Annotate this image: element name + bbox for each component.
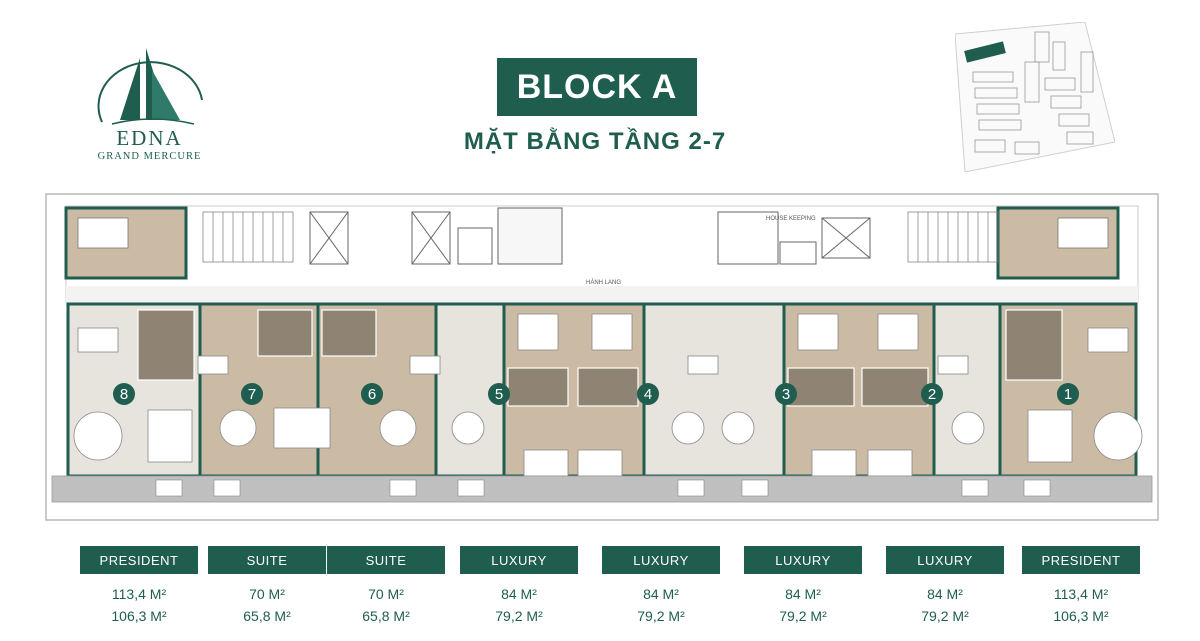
unit-badge-6 [361, 383, 383, 405]
unit-badge-3 [775, 383, 797, 405]
unit-area-net: 65,8 M² [362, 608, 410, 624]
unit-type-label: PRESIDENT [80, 546, 198, 574]
unit-type-label: LUXURY [886, 546, 1004, 574]
unit-area-gross: 70 M² [368, 586, 404, 602]
unit-badge-4 [637, 383, 659, 405]
unit-area-gross: 84 M² [501, 586, 537, 602]
unit-area-net: 79,2 M² [921, 608, 969, 624]
unit-type-label: SUITE [208, 546, 326, 574]
unit-area-net: 106,3 M² [111, 608, 167, 624]
logo: EDNA GRAND MERCURE [82, 40, 217, 165]
unit-badge-2 [921, 383, 943, 405]
unit-area-gross: 113,4 M² [1053, 586, 1109, 602]
unit-number-7: 7 [248, 386, 256, 403]
unit-number-2: 2 [928, 386, 936, 403]
sailboat-logo-icon [97, 48, 203, 125]
unit-area-gross: 70 M² [249, 586, 285, 602]
logo-name: EDNA [116, 126, 183, 150]
unit-number-1: 1 [1064, 386, 1072, 403]
unit-area-gross: 84 M² [927, 586, 963, 602]
unit-badge-5 [488, 383, 510, 405]
logo-tagline: GRAND MERCURE [97, 151, 202, 162]
housekeeping-label: HOUSE KEEPING [766, 216, 816, 222]
unit-area-gross: 84 M² [785, 586, 821, 602]
unit-area-net: 106,3 M² [1053, 608, 1109, 624]
unit-badge-7 [241, 383, 263, 405]
stair-left [202, 211, 294, 263]
unit-type-label: LUXURY [602, 546, 720, 574]
unit-area-gross: 113,4 M² [111, 586, 167, 602]
unit-number-4: 4 [644, 386, 652, 403]
unit-area-net: 79,2 M² [779, 608, 827, 624]
unit-type-label: LUXURY [744, 546, 862, 574]
unit-type-label: LUXURY [460, 546, 578, 574]
unit-badge-1 [1057, 383, 1079, 405]
page-title: BLOCK A [497, 58, 697, 116]
page-subtitle: MẶT BẰNG TẦNG 2-7 [463, 128, 727, 155]
unit-area-net: 79,2 M² [637, 608, 685, 624]
stair-right [907, 211, 999, 263]
unit-badge-8 [113, 383, 135, 405]
unit-area-net: 79,2 M² [495, 608, 543, 624]
unit-area-net: 65,8 M² [243, 608, 291, 624]
unit-type-label: PRESIDENT [1022, 546, 1140, 574]
unit-number-5: 5 [495, 386, 503, 403]
corridor-label: HÀNH LANG [586, 279, 621, 286]
floor-plan: HÀNH LANG HOUSE KEEPING [45, 193, 1159, 521]
unit-number-8: 8 [120, 386, 128, 403]
unit-type-label: SUITE [327, 546, 445, 574]
site-keyplan [955, 22, 1115, 172]
unit-number-3: 3 [782, 386, 790, 403]
unit-number-6: 6 [368, 386, 376, 403]
unit-area-gross: 84 M² [643, 586, 679, 602]
